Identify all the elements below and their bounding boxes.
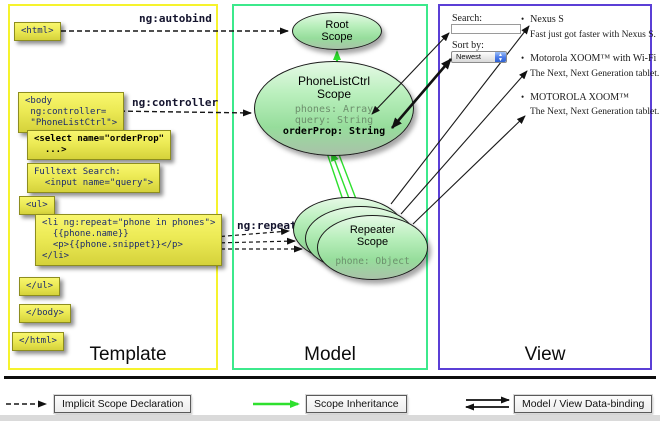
- view-item-2-desc: The Next, Next Generation tablet.: [530, 107, 660, 117]
- view-item-1-desc: The Next, Next Generation tablet.: [530, 69, 660, 79]
- sort-dropdown-value: Newest: [456, 52, 482, 61]
- view-item-0-desc: Fast just got faster with Nexus S.: [530, 30, 656, 40]
- code-ul-close: </ul>: [19, 277, 61, 296]
- code-li-repeat: <li ng:repeat="phone in phones"> {{phone…: [35, 214, 223, 266]
- view-column-label: View: [524, 344, 566, 365]
- bottom-edge: [0, 415, 660, 421]
- scope-prop-query: query: String: [294, 115, 374, 126]
- sort-dropdown[interactable]: Newest ▲▼: [451, 51, 507, 63]
- search-label: Search:: [452, 13, 482, 24]
- view-item-name: • Motorola XOOM™ with Wi-Fi: [521, 53, 656, 64]
- model-column: [232, 4, 428, 370]
- phonelistctrl-scope-ellipse: PhoneListCtrl Scope phones: Array query:…: [254, 61, 414, 156]
- legend-separator: [4, 376, 656, 379]
- code-fulltext-search: Fulltext Search: <input name="query">: [27, 163, 161, 193]
- scope-prop-phone: phone: Object: [335, 256, 410, 267]
- repeater-scope-ellipse-front: Repeater Scope phone: Object: [317, 215, 428, 280]
- search-input[interactable]: [451, 24, 521, 34]
- view-item-0-name: Nexus S: [530, 14, 564, 25]
- view-item-2-name: MOTOROLA XOOM™: [530, 92, 629, 103]
- bullet-icon: •: [521, 53, 525, 63]
- model-column-label: Model: [304, 344, 356, 365]
- legend-data-binding-label: Model / View Data-binding: [514, 395, 653, 413]
- repeater-scope-title: Repeater Scope: [349, 224, 396, 248]
- view-item-name: • MOTOROLA XOOM™: [521, 92, 629, 103]
- bullet-icon: •: [521, 92, 525, 102]
- root-scope-title: Root Scope: [321, 19, 353, 43]
- dropdown-stepper-icon: ▲▼: [495, 52, 506, 62]
- view-item-name: • Nexus S: [521, 14, 564, 25]
- scope-prop-orderprop: orderProp: String: [282, 126, 386, 137]
- template-column-label: Template: [89, 344, 167, 365]
- code-body-open: <body ng:controller= "PhoneListCtrl">: [18, 92, 125, 133]
- code-select: <select name="orderProp" ...>: [27, 130, 172, 160]
- view-item-1-name: Motorola XOOM™ with Wi-Fi: [530, 53, 657, 64]
- legend-scope-inheritance-label: Scope Inheritance: [306, 395, 407, 413]
- code-html-close: </html>: [12, 332, 64, 351]
- code-ul-open: <ul>: [19, 196, 55, 215]
- scope-prop-phones: phones: Array: [294, 104, 374, 115]
- ng-autobind-label: ng:autobind: [139, 12, 212, 25]
- bullet-icon: •: [521, 14, 525, 24]
- root-scope-ellipse: Root Scope: [292, 12, 382, 50]
- ng-controller-label: ng:controller: [132, 96, 219, 109]
- phonelistctrl-scope-title: PhoneListCtrl Scope: [297, 74, 371, 101]
- legend-implicit-scope-label: Implicit Scope Declaration: [54, 395, 192, 413]
- code-html-open: <html>: [14, 22, 61, 41]
- code-body-close: </body>: [19, 304, 71, 323]
- ng-repeat-label: ng:repeat: [237, 219, 297, 232]
- sort-by-label: Sort by:: [452, 40, 484, 51]
